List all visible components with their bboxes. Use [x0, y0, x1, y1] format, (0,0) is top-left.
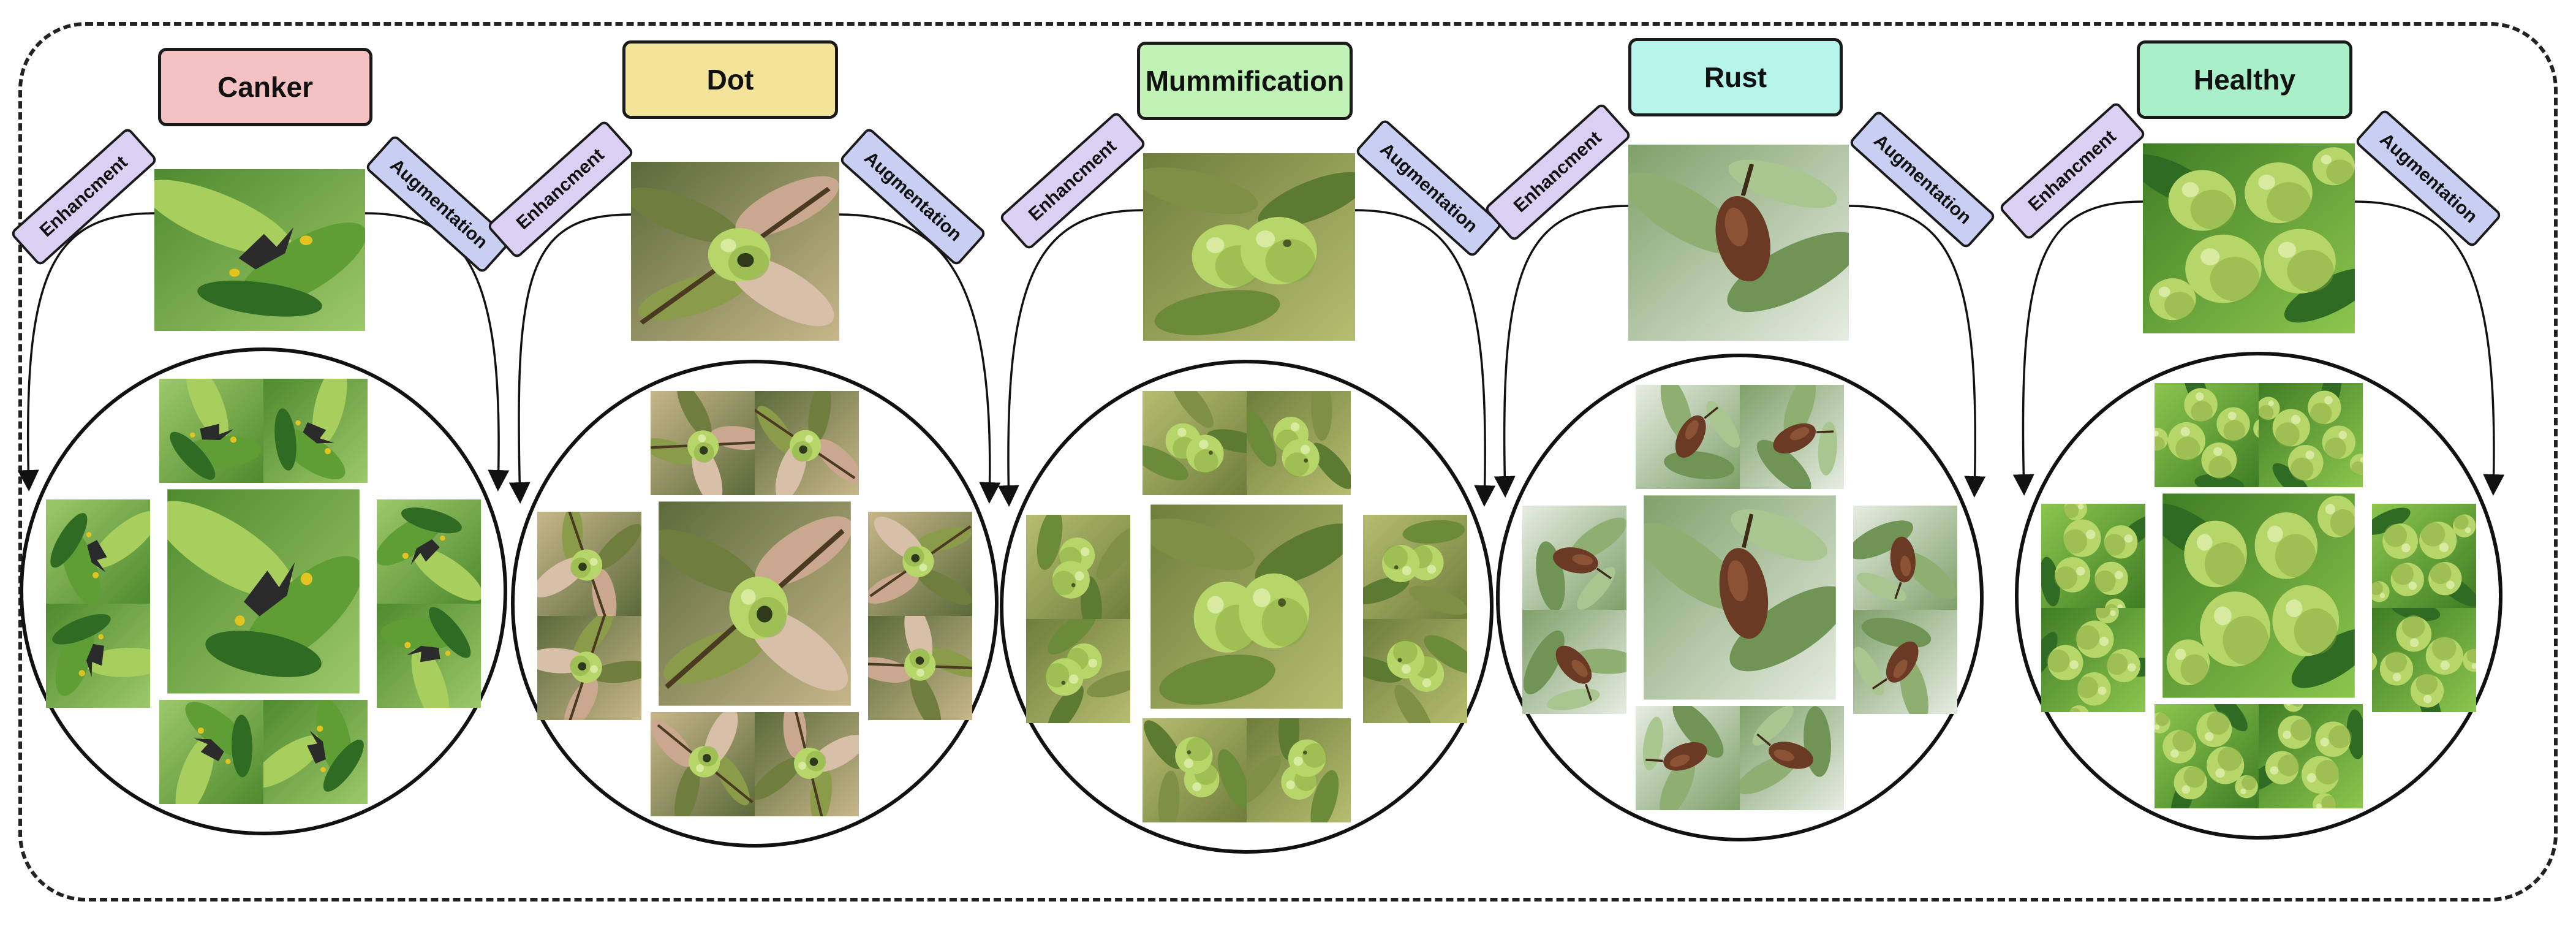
- augmented-thumbnail: [1247, 718, 1351, 822]
- augmented-thumbnail: [2259, 704, 2363, 808]
- augmented-thumbnail: [1247, 391, 1351, 495]
- augmented-thumbnail: [1740, 385, 1844, 489]
- class-title-rust: Rust: [1628, 38, 1843, 116]
- augmented-thumbnail: [159, 700, 263, 804]
- class-title-healthy: Healthy: [2137, 40, 2352, 119]
- source-image-dot: [631, 162, 839, 341]
- augmented-thumbnail: [1143, 718, 1247, 822]
- source-image-rust: [1628, 145, 1849, 341]
- augmented-thumbnail: [2041, 504, 2145, 608]
- enhanced-center-image: [1642, 493, 1838, 702]
- augmented-thumbnail: [263, 379, 368, 483]
- augmented-thumbnail: [1522, 506, 1626, 610]
- augmented-thumbnail: [1522, 610, 1626, 714]
- augmented-thumbnail: [868, 512, 972, 616]
- augmented-thumbnail: [1853, 610, 1957, 714]
- class-title-dot: Dot: [622, 40, 838, 119]
- augmented-thumbnail: [2372, 504, 2476, 608]
- class-title-canker: Canker: [158, 48, 372, 126]
- augmented-thumbnail: [1026, 619, 1130, 723]
- augmented-thumbnail: [263, 700, 368, 804]
- augmented-thumbnail: [2155, 383, 2259, 487]
- augmented-thumbnail: [1363, 515, 1467, 619]
- source-image-mummification: [1143, 153, 1355, 341]
- augmented-thumbnail: [46, 604, 150, 708]
- enhanced-center-image: [165, 487, 361, 696]
- augmented-thumbnail: [651, 391, 755, 495]
- augmented-thumbnail: [537, 616, 641, 720]
- class-title-mummification: Mummification: [1137, 42, 1353, 120]
- augmented-thumbnail: [1740, 706, 1844, 810]
- source-image-canker: [154, 169, 365, 331]
- augmented-thumbnail: [2259, 383, 2363, 487]
- augmented-thumbnail: [755, 391, 859, 495]
- augmented-thumbnail: [377, 499, 481, 604]
- augmented-thumbnail: [651, 712, 755, 816]
- enhanced-center-image: [1149, 503, 1345, 711]
- augmented-thumbnail: [1026, 515, 1130, 619]
- augmented-thumbnail: [1363, 619, 1467, 723]
- augmented-thumbnail: [1636, 706, 1740, 810]
- augmented-thumbnail: [537, 512, 641, 616]
- augmented-thumbnail: [2041, 608, 2145, 712]
- augmented-thumbnail: [755, 712, 859, 816]
- augmented-thumbnail: [159, 379, 263, 483]
- augmented-thumbnail: [868, 616, 972, 720]
- augmented-thumbnail: [1143, 391, 1247, 495]
- augmented-thumbnail: [2155, 704, 2259, 808]
- augmented-thumbnail: [46, 499, 150, 604]
- augmented-thumbnail: [1853, 506, 1957, 610]
- enhanced-center-image: [2161, 491, 2357, 700]
- augmented-thumbnail: [377, 604, 481, 708]
- augmented-thumbnail: [1636, 385, 1740, 489]
- source-image-healthy: [2143, 143, 2355, 333]
- enhanced-center-image: [657, 499, 853, 708]
- augmented-thumbnail: [2372, 608, 2476, 712]
